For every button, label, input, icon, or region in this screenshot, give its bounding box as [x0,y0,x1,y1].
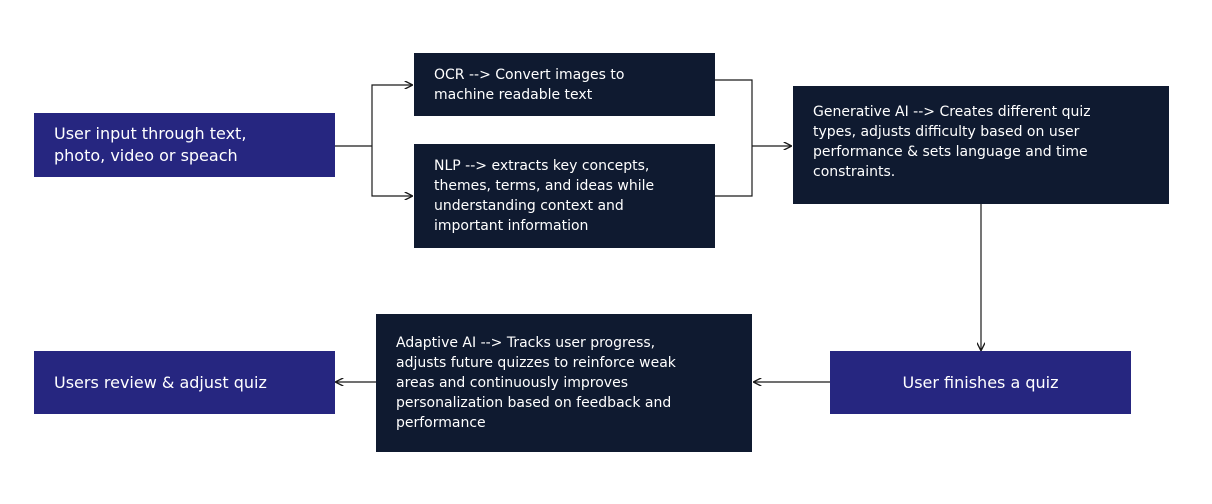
connector-to-nlp [371,146,412,196]
node-nlp-label: NLP --> extracts key concepts, themes, t… [434,158,655,234]
node-user-finishes: User finishes a quiz [830,351,1131,414]
node-users-review: Users review & adjust quiz [34,351,335,414]
node-ocr: OCR --> Convert images to machine readab… [414,53,715,116]
connector-from-nlp [715,146,753,197]
node-generative-ai-label: Generative AI --> Creates different quiz… [813,104,1091,180]
node-ocr-label: OCR --> Convert images to machine readab… [434,66,625,103]
node-generative-ai: Generative AI --> Creates different quiz… [793,86,1169,204]
connector-to-ocr [371,85,412,146]
node-nlp: NLP --> extracts key concepts, themes, t… [414,144,715,248]
node-user-input-label: User input through text, photo, video or… [54,124,247,165]
node-adaptive-ai: Adaptive AI --> Tracks user progress, ad… [376,314,752,452]
node-user-input: User input through text, photo, video or… [34,113,335,177]
node-user-finishes-label: User finishes a quiz [902,372,1059,392]
node-users-review-label: Users review & adjust quiz [54,372,267,392]
node-adaptive-ai-label: Adaptive AI --> Tracks user progress, ad… [396,335,676,431]
connector-from-ocr [715,79,753,146]
